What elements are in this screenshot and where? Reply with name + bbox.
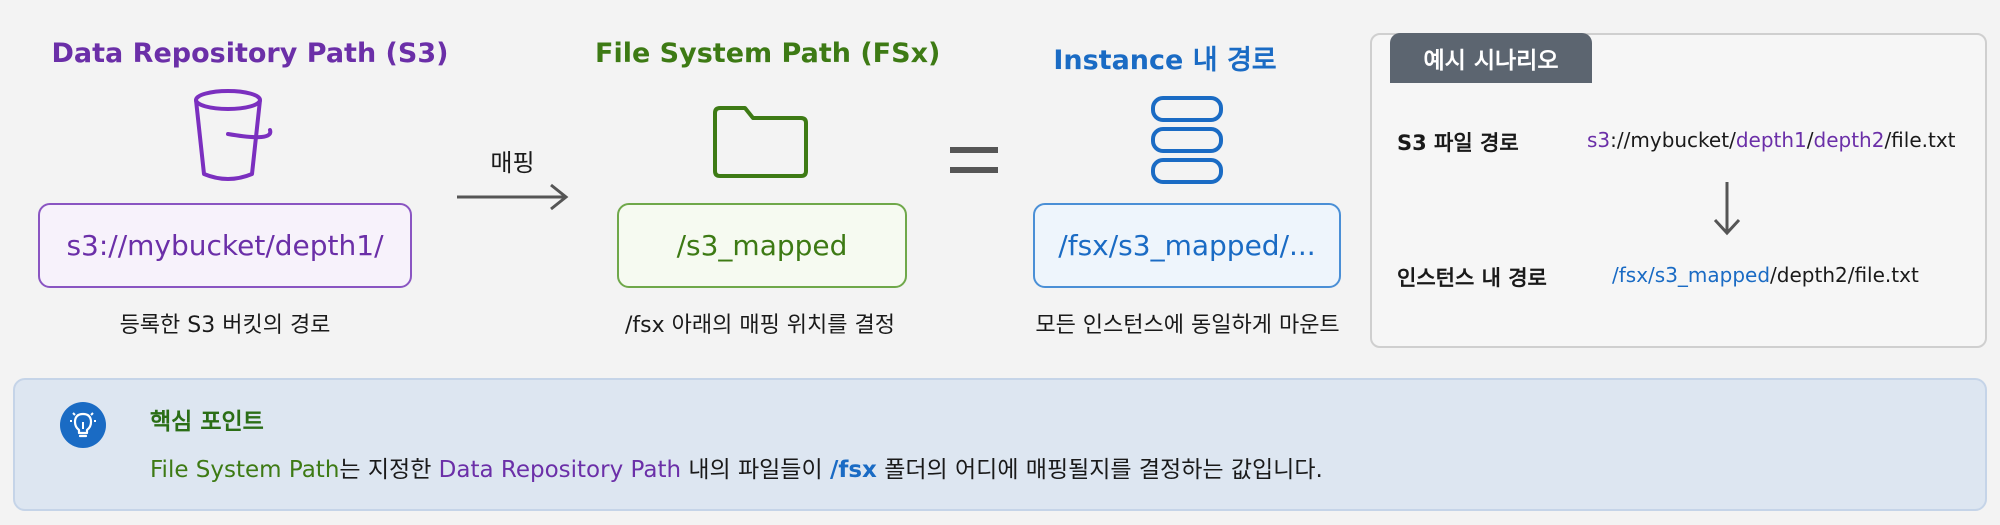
folder-icon bbox=[711, 105, 811, 180]
s3-depth2: depth2 bbox=[1813, 128, 1885, 152]
key-point-text-2: 내의 파일들이 bbox=[681, 457, 830, 483]
s3-path-box: s3://mybucket/depth1/ bbox=[38, 203, 412, 288]
arrow-right-icon bbox=[455, 182, 570, 212]
scenario-instance-path: /fsx/s3_mapped/depth2/file.txt bbox=[1612, 263, 1919, 287]
key-point-text-1: 는 지정한 bbox=[339, 457, 439, 483]
fsx-column-title: File System Path (FSx) bbox=[595, 38, 941, 69]
s3-path-text: s3://mybucket/depth1/ bbox=[66, 229, 384, 262]
term-file-system-path: File System Path bbox=[150, 457, 340, 483]
s3-file: /file.txt bbox=[1884, 128, 1956, 152]
lightbulb-icon bbox=[60, 402, 106, 448]
fsx-path-text: /s3_mapped bbox=[676, 229, 848, 262]
server-stack-icon bbox=[1150, 95, 1224, 185]
s3-scheme: s3 bbox=[1587, 128, 1611, 152]
s3-caption: 등록한 S3 버킷의 경로 bbox=[119, 313, 331, 338]
term-data-repository-path: Data Repository Path bbox=[438, 457, 682, 483]
instance-path-box: /fsx/s3_mapped/... bbox=[1033, 203, 1341, 288]
equals-icon bbox=[950, 145, 998, 175]
mapping-label: 매핑 bbox=[490, 149, 535, 177]
s3-bucket-part: ://mybucket/ bbox=[1610, 128, 1736, 152]
term-fsx: /fsx bbox=[829, 457, 877, 483]
instance-rest-part: /depth2/file.txt bbox=[1770, 263, 1919, 287]
key-point-text-3: 폴더의 어디에 매핑될지를 결정하는 값입니다. bbox=[876, 457, 1323, 483]
s3-column-title: Data Repository Path (S3) bbox=[51, 38, 449, 69]
bucket-icon bbox=[188, 86, 278, 186]
scenario-s3-label: S3 파일 경로 bbox=[1397, 131, 1519, 155]
scenario-instance-label: 인스턴스 내 경로 bbox=[1397, 266, 1547, 290]
scenario-panel bbox=[1370, 33, 1987, 348]
fsx-caption: /fsx 아래의 매핑 위치를 결정 bbox=[624, 313, 895, 338]
scenario-tab-label: 예시 시나리오 bbox=[1423, 48, 1559, 74]
key-point-panel bbox=[13, 378, 1987, 511]
instance-caption: 모든 인스턴스에 동일하게 마운트 bbox=[1035, 313, 1340, 338]
s3-depth1: depth1 bbox=[1735, 128, 1807, 152]
s3-slash: / bbox=[1806, 128, 1814, 152]
key-point-title: 핵심 포인트 bbox=[150, 409, 264, 435]
instance-mapped-part: /fsx/s3_mapped bbox=[1612, 263, 1771, 287]
instance-path-text: /fsx/s3_mapped/... bbox=[1058, 229, 1316, 262]
scenario-tab: 예시 시나리오 bbox=[1390, 33, 1592, 83]
scenario-s3-path: s3://mybucket/depth1/depth2/file.txt bbox=[1587, 128, 1956, 152]
fsx-path-box: /s3_mapped bbox=[617, 203, 907, 288]
instance-column-title: Instance 내 경로 bbox=[1053, 45, 1277, 76]
arrow-down-icon bbox=[1712, 180, 1742, 236]
key-point-body: File System Path는 지정한 Data Repository Pa… bbox=[150, 450, 1323, 484]
